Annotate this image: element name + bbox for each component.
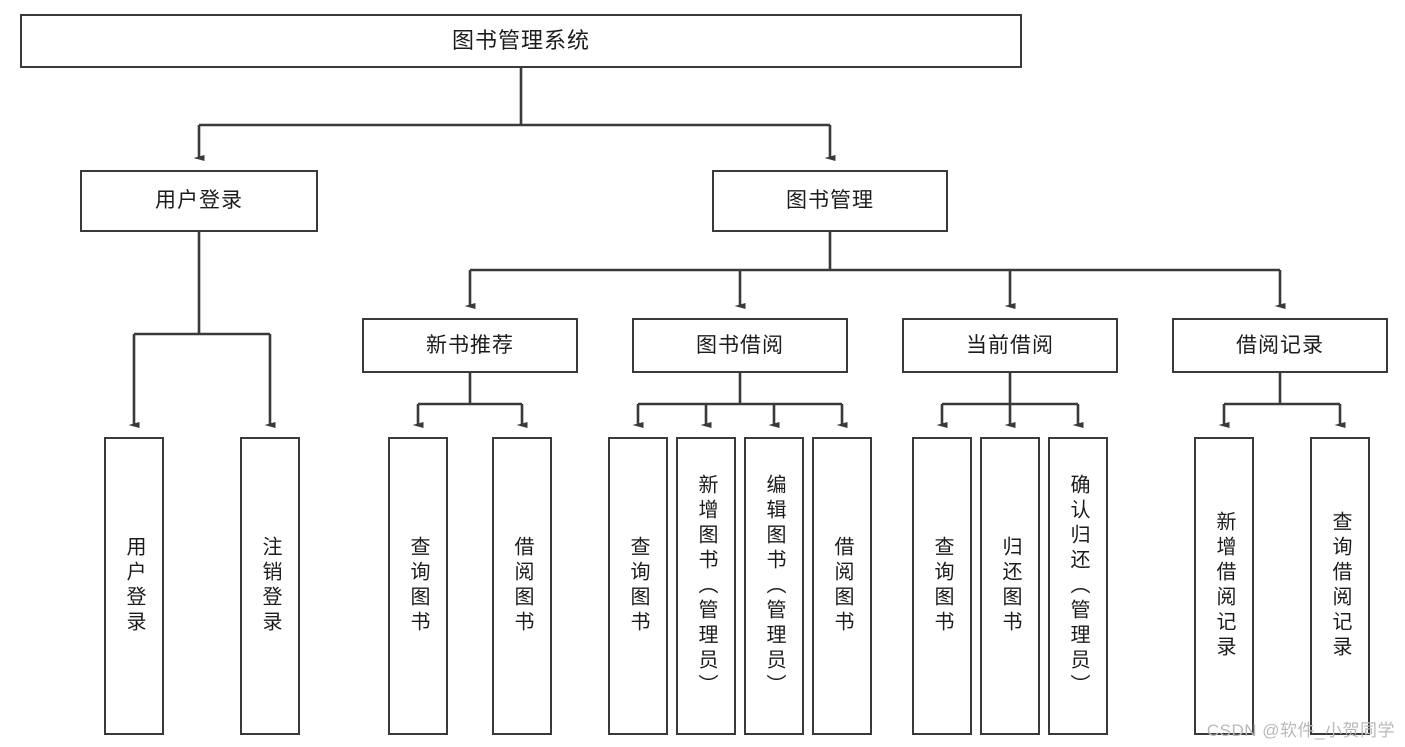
leaf-current-confirm-return[interactable]: 确认归还（管理员） bbox=[1048, 437, 1108, 735]
leaf-user-logout[interactable]: 注销登录 bbox=[240, 437, 300, 735]
node-root-label: 图书管理系统 bbox=[451, 27, 590, 53]
node-user-login-label: 用户登录 bbox=[155, 189, 243, 213]
edge-root-to-level1 bbox=[193, 68, 836, 161]
leaf-user-logout-label: 注销登录 bbox=[259, 536, 281, 636]
leaf-current-return-book-label: 归还图书 bbox=[999, 536, 1021, 636]
leaf-user-login[interactable]: 用户登录 bbox=[104, 437, 164, 735]
node-new-book-recommend-label: 新书推荐 bbox=[426, 333, 514, 357]
node-borrow-record-label: 借阅记录 bbox=[1236, 333, 1324, 357]
edge-userlogin-to-leaves bbox=[128, 232, 276, 428]
leaf-borrow-borrow-book[interactable]: 借阅图书 bbox=[812, 437, 872, 735]
node-current-borrow[interactable]: 当前借阅 bbox=[902, 318, 1118, 373]
node-book-borrow[interactable]: 图书借阅 bbox=[632, 318, 848, 373]
leaf-current-return-book[interactable]: 归还图书 bbox=[980, 437, 1040, 735]
leaf-record-query-record-label: 查询借阅记录 bbox=[1329, 511, 1351, 661]
edge-bookmgmt-to-level2 bbox=[464, 232, 1286, 309]
edge-newbook-to-leaves bbox=[412, 373, 528, 428]
node-book-borrow-label: 图书借阅 bbox=[696, 333, 784, 357]
leaf-recommend-borrow-book[interactable]: 借阅图书 bbox=[492, 437, 552, 735]
leaf-current-query-book-label: 查询图书 bbox=[931, 536, 953, 636]
leaf-record-query-record[interactable]: 查询借阅记录 bbox=[1310, 437, 1370, 735]
edge-record-to-leaves bbox=[1218, 373, 1346, 428]
leaf-recommend-query-book[interactable]: 查询图书 bbox=[388, 437, 448, 735]
node-book-management-label: 图书管理 bbox=[786, 189, 874, 213]
leaf-user-login-label: 用户登录 bbox=[123, 536, 145, 636]
leaf-borrow-query-book-label: 查询图书 bbox=[627, 536, 649, 636]
leaf-borrow-query-book[interactable]: 查询图书 bbox=[608, 437, 668, 735]
leaf-borrow-edit-book[interactable]: 编辑图书（管理员） bbox=[744, 437, 804, 735]
node-book-management[interactable]: 图书管理 bbox=[712, 170, 948, 232]
leaf-borrow-edit-book-label: 编辑图书（管理员） bbox=[763, 473, 785, 699]
node-borrow-record[interactable]: 借阅记录 bbox=[1172, 318, 1388, 373]
edge-current-to-leaves bbox=[936, 373, 1084, 428]
csdn-watermark: CSDN @软件_小贺同学 bbox=[1206, 721, 1395, 740]
leaf-recommend-borrow-book-label: 借阅图书 bbox=[511, 536, 533, 636]
node-new-book-recommend[interactable]: 新书推荐 bbox=[362, 318, 578, 373]
leaf-recommend-query-book-label: 查询图书 bbox=[407, 536, 429, 636]
leaf-current-confirm-return-label: 确认归还（管理员） bbox=[1067, 473, 1089, 699]
node-current-borrow-label: 当前借阅 bbox=[966, 333, 1054, 357]
leaf-current-query-book[interactable]: 查询图书 bbox=[912, 437, 972, 735]
leaf-borrow-add-book[interactable]: 新增图书（管理员） bbox=[676, 437, 736, 735]
node-user-login[interactable]: 用户登录 bbox=[80, 170, 318, 232]
node-root-system[interactable]: 图书管理系统 bbox=[20, 14, 1022, 68]
leaf-record-add-record[interactable]: 新增借阅记录 bbox=[1194, 437, 1254, 735]
leaf-borrow-add-book-label: 新增图书（管理员） bbox=[695, 473, 717, 699]
leaf-borrow-borrow-book-label: 借阅图书 bbox=[831, 536, 853, 636]
edge-borrow-to-leaves bbox=[632, 373, 848, 428]
leaf-record-add-record-label: 新增借阅记录 bbox=[1213, 511, 1235, 661]
